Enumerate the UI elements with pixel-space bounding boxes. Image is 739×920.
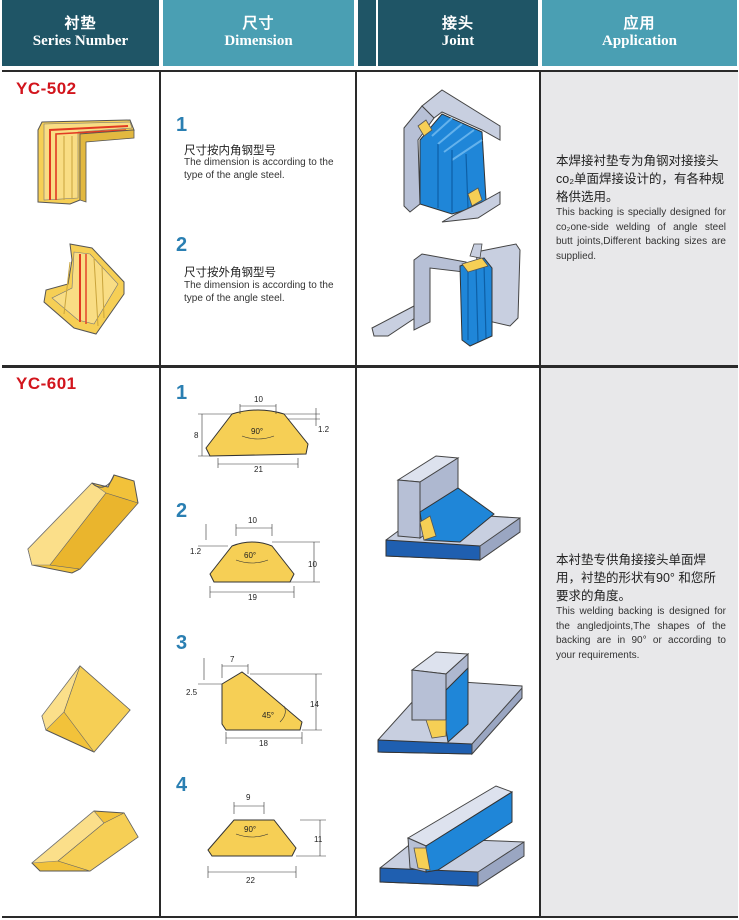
header-series-zh: 衬垫 bbox=[64, 15, 97, 32]
row-separator bbox=[2, 365, 738, 368]
profile-number-2: 2 bbox=[176, 500, 188, 522]
column-divider-1 bbox=[159, 70, 161, 918]
dimension-number-2: 2 bbox=[176, 234, 188, 256]
header-application: 应用 Application bbox=[542, 0, 737, 66]
row-top-border bbox=[2, 70, 738, 72]
profile-2-left: 1.2 bbox=[190, 547, 202, 556]
profile-3-top: 7 bbox=[230, 655, 235, 664]
profile-1-right: 1.2 bbox=[318, 425, 330, 434]
profile-drawing-2: 10 1.2 60° 10 19 bbox=[190, 516, 320, 602]
yc502-backing-illustration-1 bbox=[37, 119, 135, 205]
column-divider-2 bbox=[355, 70, 357, 918]
application-text-zh-yc601: 本衬垫专供角接接头单面焊用，衬垫的形状有90° 和您所要求的角度。 bbox=[556, 553, 716, 603]
application-text-en-yc601: This welding backing is designed for the… bbox=[556, 606, 726, 661]
header-series: 衬垫 Series Number bbox=[2, 0, 159, 66]
dimension-text-en-2: The dimension is according to the type o… bbox=[184, 280, 334, 304]
profile-drawing-1: 10 8 1.2 90° 21 bbox=[194, 395, 330, 474]
yc601-backing-prism-3 bbox=[31, 810, 139, 872]
profile-4-top: 9 bbox=[246, 793, 251, 802]
header-divider-block bbox=[358, 0, 376, 66]
profile-3-right: 14 bbox=[310, 700, 319, 709]
profile-2-top: 10 bbox=[248, 516, 257, 525]
application-background-row2 bbox=[540, 368, 738, 918]
header-joint: 接头 Joint bbox=[378, 0, 538, 66]
profile-number-1: 1 bbox=[176, 382, 188, 404]
profile-3-left: 2.5 bbox=[186, 688, 198, 697]
profile-1-bottom: 21 bbox=[254, 465, 263, 474]
profile-1-angle: 90° bbox=[251, 427, 263, 436]
profile-4-right: 11 bbox=[314, 835, 323, 844]
yc502-joint-illustration-2 bbox=[371, 243, 521, 347]
profile-1-height: 8 bbox=[194, 431, 199, 440]
dimension-text-en-1: The dimension is according to the type o… bbox=[184, 157, 334, 181]
header-dimension-en: Dimension bbox=[224, 33, 293, 49]
yc601-backing-prism-2 bbox=[41, 665, 131, 753]
header-dimension: 尺寸 Dimension bbox=[163, 0, 354, 66]
header-series-en: Series Number bbox=[32, 33, 129, 49]
profile-number-4: 4 bbox=[176, 774, 188, 796]
application-text-yc502: 本焊接衬垫专为角钢对接接头co₂单面焊接设计的，有各种规格供选用。 This b… bbox=[556, 152, 726, 264]
yc601-joint-illustration-2 bbox=[377, 651, 523, 756]
profile-1-top: 10 bbox=[254, 395, 263, 404]
profile-2-bottom: 19 bbox=[248, 593, 257, 602]
series-code-yc601: YC-601 bbox=[16, 374, 77, 393]
yc601-joint-illustration-1 bbox=[385, 455, 521, 561]
application-text-en-yc502: This backing is specially designed for c… bbox=[556, 207, 726, 262]
header-joint-zh: 接头 bbox=[441, 15, 474, 32]
application-background-row1 bbox=[540, 72, 738, 365]
dimension-text-zh-1: 尺寸按内角钢型号 bbox=[184, 145, 276, 157]
application-text-zh-yc502: 本焊接衬垫专为角钢对接接头co₂单面焊接设计的，有各种规格供选用。 bbox=[556, 154, 725, 204]
yc601-joint-illustration-3 bbox=[379, 785, 525, 887]
header-joint-en: Joint bbox=[441, 33, 475, 49]
yc601-backing-prism-1 bbox=[27, 474, 139, 574]
header-dimension-zh: 尺寸 bbox=[242, 15, 275, 32]
profile-number-3: 3 bbox=[176, 632, 188, 654]
dimension-number-1: 1 bbox=[176, 114, 188, 136]
profile-drawing-4: 9 90° 11 22 bbox=[207, 793, 326, 885]
header-application-en: Application bbox=[601, 33, 677, 49]
profile-drawing-3: 7 2.5 45° 14 18 bbox=[186, 655, 322, 748]
header-application-zh: 应用 bbox=[623, 15, 656, 32]
application-text-yc601: 本衬垫专供角接接头单面焊用，衬垫的形状有90° 和您所要求的角度。 This w… bbox=[556, 551, 726, 663]
profile-4-bottom: 22 bbox=[246, 876, 255, 885]
yc502-joint-illustration-1 bbox=[403, 89, 501, 223]
column-divider-3 bbox=[539, 70, 541, 918]
dimension-text-zh-2: 尺寸按外角钢型号 bbox=[184, 267, 276, 279]
profile-4-angle: 90° bbox=[244, 825, 256, 834]
series-code-yc502: YC-502 bbox=[16, 79, 77, 98]
profile-2-right: 10 bbox=[308, 560, 317, 569]
profile-3-angle: 45° bbox=[262, 711, 274, 720]
profile-3-bottom: 18 bbox=[259, 739, 268, 748]
profile-2-angle: 60° bbox=[244, 551, 256, 560]
yc502-backing-illustration-2 bbox=[43, 243, 125, 335]
table-bottom-border bbox=[2, 916, 738, 918]
